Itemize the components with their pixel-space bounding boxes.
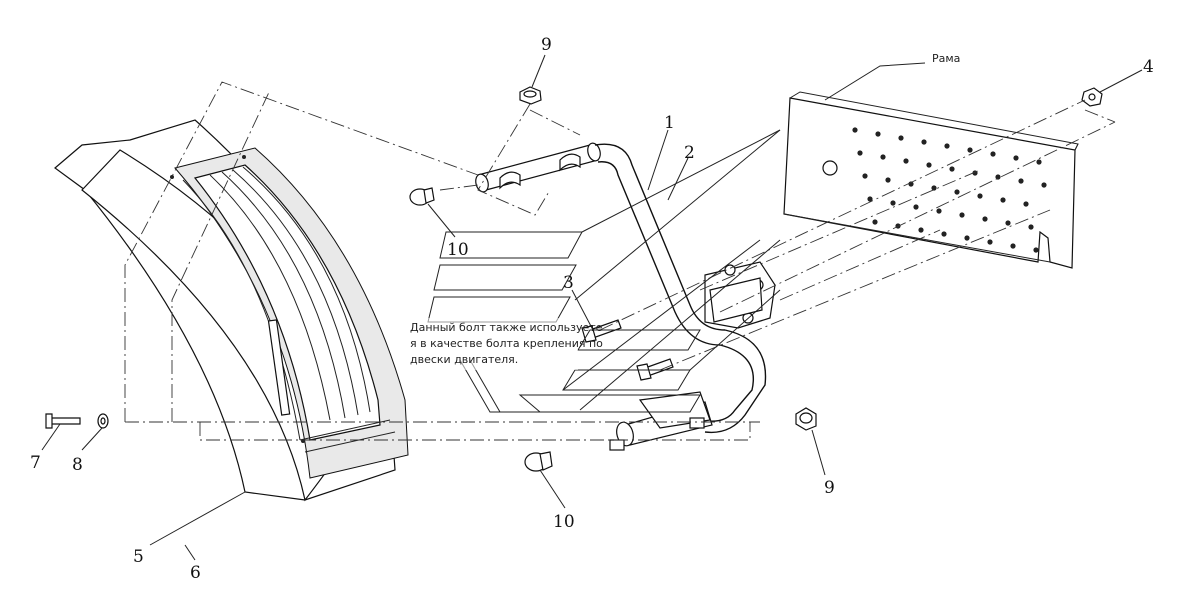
bracket-pipe — [475, 142, 776, 451]
frame-hole — [1036, 159, 1042, 165]
leader-lines — [41, 54, 1143, 561]
bolt-part-3b — [636, 358, 674, 381]
label-part-8: 8 — [72, 455, 83, 475]
frame-hole — [1000, 197, 1006, 203]
frame-hole — [875, 131, 881, 137]
nut-part-9-bottom — [795, 407, 817, 431]
frame-hole — [936, 208, 942, 214]
nut-part-4 — [1081, 87, 1103, 107]
frame-hole — [1033, 247, 1039, 253]
note-line-2: я в качестве болта крепления по — [410, 337, 603, 350]
frame-hole — [857, 150, 863, 156]
label-part-2: 2 — [684, 143, 695, 163]
frame-hole — [867, 196, 873, 202]
fender — [54, 119, 409, 502]
frame-hole — [926, 162, 932, 168]
frame-hole — [987, 239, 993, 245]
frame-hole — [982, 216, 988, 222]
label-part-9-top: 9 — [541, 35, 552, 55]
cap-part-10-top — [409, 187, 435, 206]
label-part-7: 7 — [30, 453, 41, 473]
nut-part-9-top — [519, 86, 542, 105]
note-callout-frame — [427, 129, 781, 413]
frame-hole — [918, 227, 924, 233]
label-part-6: 6 — [190, 563, 201, 583]
label-part-9-bottom: 9 — [824, 478, 835, 498]
frame-hole — [967, 147, 973, 153]
label-part-3: 3 — [563, 273, 574, 293]
cap-part-10-bottom — [524, 451, 553, 472]
frame-hole — [913, 204, 919, 210]
bolt-part-7 — [45, 413, 81, 429]
frame-hole — [995, 174, 1001, 180]
frame-hole — [949, 166, 955, 172]
frame-hole — [890, 200, 896, 206]
part-labels: 9 4 Рама 1 2 10 3 7 8 9 10 5 6 — [30, 35, 1154, 583]
frame-hole — [921, 139, 927, 145]
frame-hole — [959, 212, 965, 218]
label-frame: Рама — [932, 52, 960, 65]
frame-hole — [931, 185, 937, 191]
frame-hole — [977, 193, 983, 199]
frame-hole — [1041, 182, 1047, 188]
frame-hole — [1013, 155, 1019, 161]
frame-hole — [872, 219, 878, 225]
label-part-10-bottom: 10 — [553, 512, 575, 532]
frame-hole — [852, 127, 858, 133]
frame-hole — [990, 151, 996, 157]
frame-hole — [964, 235, 970, 241]
frame-hole — [1028, 224, 1034, 230]
note-line-1: Данный болт также используете — [410, 321, 603, 334]
centerlines — [124, 81, 1116, 441]
frame-hole — [903, 158, 909, 164]
frame-hole — [1023, 201, 1029, 207]
frame-hole — [941, 231, 947, 237]
frame-hole — [954, 189, 960, 195]
label-part-4: 4 — [1143, 57, 1154, 77]
frame-rail — [783, 91, 1079, 269]
frame-hole — [1018, 178, 1024, 184]
frame-hole — [944, 143, 950, 149]
frame-hole — [898, 135, 904, 141]
label-part-1: 1 — [664, 113, 675, 133]
washer-part-8 — [97, 413, 109, 429]
frame-hole — [862, 173, 868, 179]
frame-hole — [880, 154, 886, 160]
label-part-10-top: 10 — [447, 240, 469, 260]
note-text: Данный болт также используете я в качест… — [408, 318, 603, 370]
frame-hole — [885, 177, 891, 183]
frame-hole — [1010, 243, 1016, 249]
frame-hole — [1005, 220, 1011, 226]
note-line-3: двески двигателя. — [410, 353, 518, 366]
label-part-5: 5 — [133, 547, 144, 567]
